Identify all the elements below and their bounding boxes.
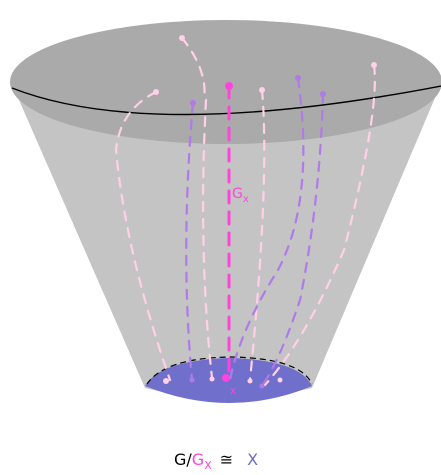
orbit-path-violet: [185, 101, 195, 382]
orbit-path-violet: [260, 92, 325, 388]
caption-iso: ≅: [220, 450, 233, 469]
orbit-path-light: [180, 36, 206, 102]
base-dot: [259, 383, 265, 389]
endpoint-dot: [153, 89, 159, 95]
caption: G/GX≅X: [174, 450, 258, 472]
cone-top: [10, 20, 441, 144]
endpoint-dot: [179, 35, 185, 41]
stabilizer-label: Gx: [232, 186, 249, 205]
stabilizer-label-sub: x: [243, 194, 249, 205]
caption-stabilizer-sub: X: [204, 459, 212, 472]
rim-curve: [11, 85, 441, 116]
endpoint-dot: [259, 87, 265, 93]
orbit-path-violet: [228, 76, 305, 382]
base-point-x: [222, 374, 230, 382]
stabilizer-label-main: G: [232, 186, 243, 202]
orbit-path-light: [248, 88, 266, 382]
base-dot: [277, 377, 283, 383]
endpoint-dot: [225, 82, 233, 90]
caption-stabilizer: G: [192, 450, 204, 469]
base-dot: [247, 378, 253, 384]
base-dot: [209, 376, 215, 382]
orbit-path-light: [263, 63, 376, 387]
caption-space: X: [247, 450, 258, 469]
endpoint-dot: [295, 75, 301, 81]
orbit-path-light: [201, 98, 214, 380]
cone-body: [12, 84, 440, 398]
endpoint-dot: [371, 62, 377, 68]
orbit-path-light: [114, 90, 172, 382]
orbit-paths: [114, 36, 376, 388]
caption-quotient: G/: [174, 450, 192, 469]
orbit-endpoints: [153, 35, 377, 389]
base-rim: [146, 356, 313, 385]
base-dot: [189, 377, 195, 383]
endpoint-dot: [320, 91, 326, 97]
base-point-label: x: [230, 384, 237, 397]
base-dot: [163, 378, 169, 384]
endpoint-dot: [190, 100, 196, 106]
